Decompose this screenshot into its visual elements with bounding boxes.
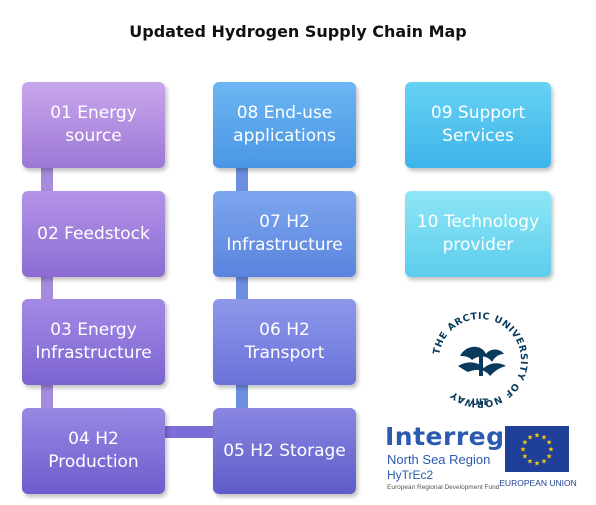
eu-star-icon: ★ <box>546 439 552 447</box>
box-03-energy-infrastructure: 03 Energy Infrastructure <box>22 299 165 385</box>
interreg-fund: European Regional Development Fund <box>387 484 500 491</box>
box-10-technology-provider: 10 Technology provider <box>405 191 551 277</box>
connector-01-04 <box>41 140 53 440</box>
box-06-h2-transport: 06 H2 Transport <box>213 299 356 385</box>
box-02-feedstock: 02 Feedstock <box>22 191 165 277</box>
box-04-h2-production: 04 H2 Production <box>22 408 165 494</box>
eu-star-icon: ★ <box>546 453 552 461</box>
eu-star-icon: ★ <box>520 446 526 454</box>
connector-05-08 <box>236 140 248 440</box>
eu-star-icon: ★ <box>522 439 528 447</box>
eu-star-icon: ★ <box>534 460 540 468</box>
interreg-region: North Sea Region <box>387 452 491 467</box>
eu-star-icon: ★ <box>522 453 528 461</box>
eu-label: EUROPEAN UNION <box>499 478 577 488</box>
uit-logo: THE ARCTIC UNIVERSITY OF NORWAY UIT <box>424 304 536 416</box>
diagram-title: Updated Hydrogen Supply Chain Map <box>129 22 467 41</box>
interreg-wordmark: Interreg <box>385 422 505 451</box>
eu-star-icon: ★ <box>541 458 547 466</box>
box-01-energy-source: 01 Energy source <box>22 82 165 168</box>
connector-04-05 <box>160 426 220 438</box>
eu-star-icon: ★ <box>527 458 533 466</box>
box-08-end-use-applications: 08 End-use applications <box>213 82 356 168</box>
uit-short-name: UIT <box>472 398 490 408</box>
box-05-h2-storage: 05 H2 Storage <box>213 408 356 494</box>
box-09-support-services: 09 Support Services <box>405 82 551 168</box>
eu-flag-icon: ★★★★★★★★★★★★ <box>505 426 569 472</box>
eu-star-icon: ★ <box>534 432 540 440</box>
uit-logo-mark: THE ARCTIC UNIVERSITY OF NORWAY UIT <box>431 311 528 409</box>
eu-star-icon: ★ <box>541 433 547 441</box>
eu-star-icon: ★ <box>527 433 533 441</box>
interreg-project: HyTrEc2 <box>387 468 434 482</box>
box-07-h2-infrastructure: 07 H2 Infrastructure <box>213 191 356 277</box>
uit-emblem-icon <box>458 346 506 376</box>
eu-star-icon: ★ <box>548 446 554 454</box>
interreg-logo: Interreg North Sea Region HyTrEc2 Europe… <box>385 420 581 495</box>
